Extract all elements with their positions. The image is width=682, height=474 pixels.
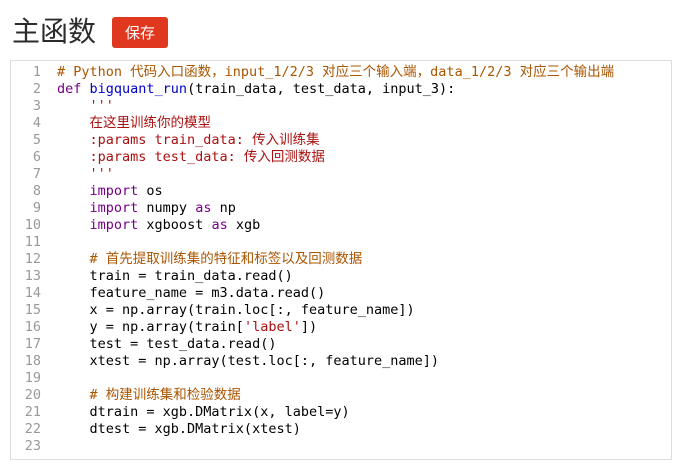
line-number: 4 xyxy=(32,115,41,131)
code-line[interactable]: 16 y = np.array(train['label']) xyxy=(11,319,671,336)
code-text: x = np.array(train.loc[:, feature_name]) xyxy=(57,302,415,318)
code-text: import xgboost as xgb xyxy=(89,217,261,233)
line-number: 20 xyxy=(24,387,41,403)
code-line[interactable]: 8 import os xyxy=(11,183,671,200)
line-number: 1 xyxy=(32,64,41,80)
code-text: ''' xyxy=(57,166,114,182)
code-text: import os xyxy=(89,183,163,199)
code-text: 在这里训练你的模型 xyxy=(57,115,212,131)
code-text: xtest = np.array(test.loc[:, feature_nam… xyxy=(57,353,440,369)
line-number: 7 xyxy=(32,166,41,182)
code-text: :params train_data: 传入训练集 xyxy=(57,132,320,148)
save-button[interactable]: 保存 xyxy=(112,16,169,48)
line-number: 15 xyxy=(24,302,41,318)
code-line[interactable]: 17 test = test_data.read() xyxy=(11,336,671,353)
line-number: 8 xyxy=(32,183,41,199)
code-line[interactable]: 12 # 首先提取训练集的特征和标签以及回测数据 xyxy=(11,251,671,268)
line-number: 19 xyxy=(24,370,41,386)
line-number: 10 xyxy=(24,217,41,233)
code-text: dtrain = xgb.DMatrix(x, label=y) xyxy=(57,404,350,420)
code-line[interactable]: 3 ''' xyxy=(11,98,671,115)
code-text xyxy=(41,370,65,387)
code-line[interactable]: 7 ''' xyxy=(11,166,671,183)
line-number: 12 xyxy=(24,251,41,267)
line-number: 21 xyxy=(24,404,41,420)
code-line[interactable]: 15 x = np.array(train.loc[:, feature_nam… xyxy=(11,302,671,319)
code-text: feature_name = m3.data.read() xyxy=(57,285,326,301)
code-text: :params test_data: 传入回测数据 xyxy=(57,149,325,165)
line-number: 6 xyxy=(32,149,41,165)
code-line[interactable]: 9 import numpy as np xyxy=(11,200,671,217)
code-line[interactable]: 21 dtrain = xgb.DMatrix(x, label=y) xyxy=(11,404,671,421)
line-number: 3 xyxy=(32,98,41,114)
code-line[interactable]: 19 xyxy=(11,370,671,387)
code-line[interactable]: 6 :params test_data: 传入回测数据 xyxy=(11,149,671,166)
code-line[interactable]: 13 train = train_data.read() xyxy=(11,268,671,285)
code-text xyxy=(41,234,65,251)
line-number: 23 xyxy=(24,438,41,454)
code-line[interactable]: 18 xtest = np.array(test.loc[:, feature_… xyxy=(11,353,671,370)
line-number: 16 xyxy=(24,319,41,335)
code-line[interactable]: 4 在这里训练你的模型 xyxy=(11,115,671,132)
code-text: import numpy as np xyxy=(89,200,236,216)
line-number: 14 xyxy=(24,285,41,301)
code-line[interactable]: 22 dtest = xgb.DMatrix(xtest) xyxy=(11,421,671,438)
line-number: 22 xyxy=(24,421,41,437)
code-text: # Python 代码入口函数，input_1/2/3 对应三个输入端，data… xyxy=(57,64,615,80)
code-lines: 1 # Python 代码入口函数，input_1/2/3 对应三个输入端，dat… xyxy=(11,64,671,455)
code-text: test = test_data.read() xyxy=(57,336,277,352)
code-line[interactable]: 2 def bigquant_run(train_data, test_data,… xyxy=(11,81,671,98)
line-number: 2 xyxy=(32,81,41,97)
line-number: 9 xyxy=(32,200,41,216)
code-line[interactable]: 23 xyxy=(11,438,671,455)
line-number: 5 xyxy=(32,132,41,148)
code-line[interactable]: 14 feature_name = m3.data.read() xyxy=(11,285,671,302)
code-text: # 构建训练集和检验数据 xyxy=(57,387,241,403)
line-number: 17 xyxy=(24,336,41,352)
line-number: 13 xyxy=(24,268,41,284)
code-text: # 首先提取训练集的特征和标签以及回测数据 xyxy=(57,251,363,267)
code-line[interactable]: 20 # 构建训练集和检验数据 xyxy=(11,387,671,404)
code-text: dtest = xgb.DMatrix(xtest) xyxy=(57,421,301,437)
code-line[interactable]: 10 import xgboost as xgb xyxy=(11,217,671,234)
code-text: train = train_data.read() xyxy=(57,268,293,284)
code-line[interactable]: 5 :params train_data: 传入训练集 xyxy=(11,132,671,149)
line-number: 11 xyxy=(24,234,41,250)
code-editor[interactable]: 1 # Python 代码入口函数，input_1/2/3 对应三个输入端，dat… xyxy=(10,60,672,460)
code-text: def bigquant_run(train_data, test_data, … xyxy=(57,81,456,97)
code-text: ''' xyxy=(57,98,114,114)
code-text: y = np.array(train['label']) xyxy=(57,319,318,335)
code-text xyxy=(41,438,65,455)
line-number: 18 xyxy=(24,353,41,369)
page-title: 主函数 xyxy=(12,16,97,47)
code-line[interactable]: 1 # Python 代码入口函数，input_1/2/3 对应三个输入端，dat… xyxy=(11,64,671,81)
code-line[interactable]: 11 xyxy=(11,234,671,251)
page-header: 主函数 保存 xyxy=(0,0,682,60)
